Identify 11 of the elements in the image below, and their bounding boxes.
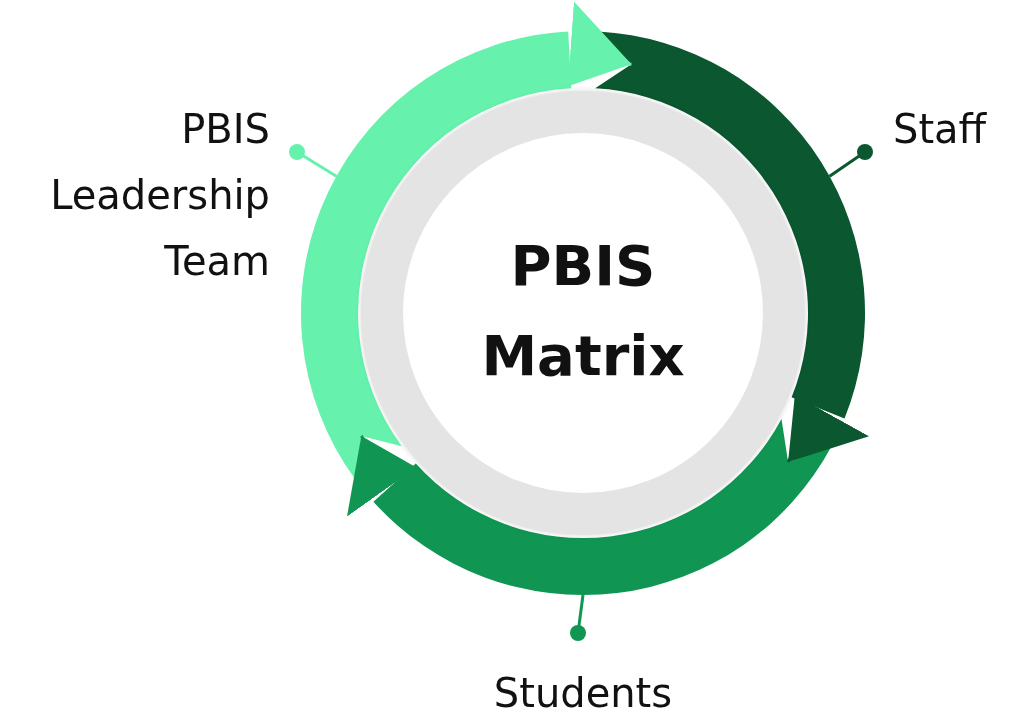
center-label: PBIS Matrix <box>463 221 703 401</box>
node-label: PBIS Leadership Team <box>0 96 270 294</box>
arrowhead <box>567 1 632 87</box>
arrowhead <box>347 435 417 517</box>
arrowhead <box>786 395 870 463</box>
node-label: Staff <box>893 96 1013 162</box>
leader-line <box>289 144 338 178</box>
node-label: Students <box>433 660 733 718</box>
curved-arrow-band <box>373 419 832 595</box>
leader-line <box>570 594 586 641</box>
leader-line <box>828 144 873 178</box>
